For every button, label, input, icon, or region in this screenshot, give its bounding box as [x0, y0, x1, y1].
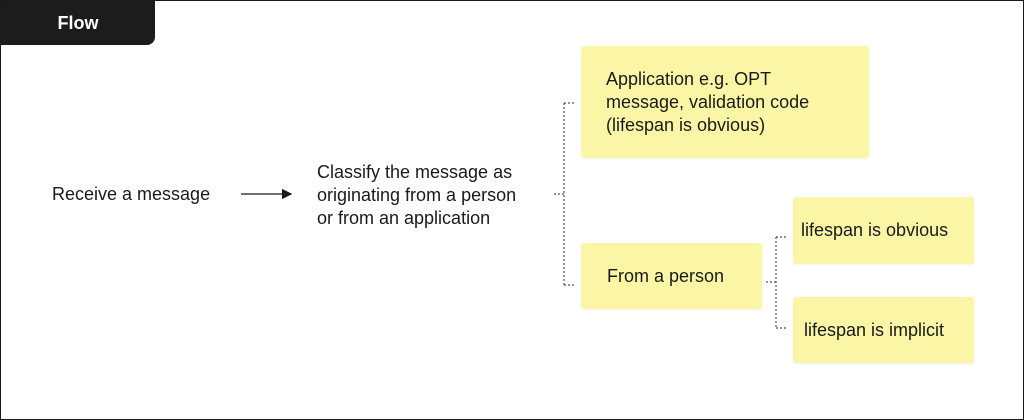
- application-line-2: message, validation code: [606, 92, 810, 112]
- classify-line-2: originating from a person: [317, 185, 517, 205]
- person-label: From a person: [607, 266, 725, 286]
- classify-line-3: or from an application: [317, 208, 491, 228]
- node-classify-message: Classify the message as originating from…: [317, 161, 516, 230]
- lifespan-implicit-label: lifespan is implicit: [804, 320, 945, 340]
- sticky-application: Application e.g. OPT message, validation…: [581, 46, 869, 158]
- classify-line-1: Classify the message as: [317, 162, 513, 182]
- branch-connector-person: [766, 236, 788, 329]
- branch-connector-classify: [554, 102, 576, 286]
- application-line-3: (lifespan is obvious): [606, 115, 766, 135]
- node-receive-message: Receive a message: [52, 184, 211, 204]
- lifespan-obvious-label: lifespan is obvious: [801, 220, 949, 240]
- header-tab-label: Flow: [57, 12, 99, 33]
- sticky-from-person: From a person: [581, 243, 762, 309]
- sticky-lifespan-obvious: lifespan is obvious: [793, 197, 974, 264]
- application-line-1: Application e.g. OPT: [606, 69, 772, 89]
- header-tab: Flow: [1, 1, 155, 45]
- sticky-lifespan-implicit: lifespan is implicit: [793, 297, 974, 363]
